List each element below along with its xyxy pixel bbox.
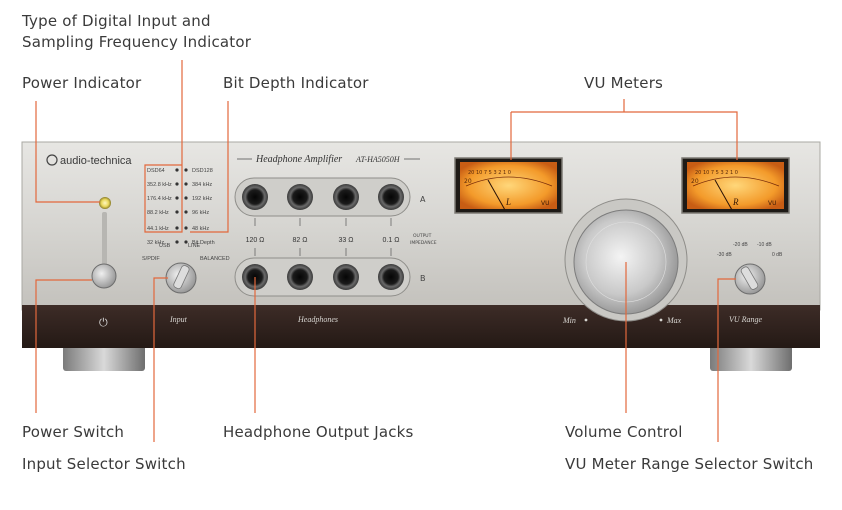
vu-range-selector-label: VU Meter Range Selector Switch: [565, 455, 814, 473]
power-switch-label: Power Switch: [22, 423, 125, 441]
svg-text:352.8 kHz: 352.8 kHz: [147, 182, 172, 188]
brand-logo-icon: [46, 154, 58, 166]
svg-text:0.1 Ω: 0.1 Ω: [383, 237, 400, 244]
left-foot: [63, 345, 145, 371]
model-title: Headphone Amplifier: [255, 154, 342, 165]
callout-leader-lines: [35, 60, 738, 442]
svg-text:VU: VU: [541, 200, 550, 207]
svg-text:20 10 7 5 3 2 1 0: 20 10 7 5 3 2 1 0: [468, 170, 511, 176]
svg-text:Headphones: Headphones: [297, 315, 338, 324]
svg-text:20: 20: [691, 178, 699, 185]
svg-text:DSD64: DSD64: [147, 168, 165, 174]
right-foot: [710, 345, 792, 371]
svg-text:Max: Max: [666, 316, 682, 325]
volume-control-label: Volume Control: [565, 423, 683, 441]
svg-text:-30 dB: -30 dB: [717, 252, 732, 258]
sampling-frequency-indicator: DSD64 352.8 kHz 176.4 kHz 88.2 kHz 44.1 …: [147, 168, 215, 246]
svg-text:88.2 kHz: 88.2 kHz: [147, 210, 169, 216]
svg-text:96 kHz: 96 kHz: [192, 210, 209, 216]
power-indicator-label: Power Indicator: [22, 74, 142, 92]
svg-text:20 10 7 5 3 2 1 0: 20 10 7 5 3 2 1 0: [695, 170, 738, 176]
svg-text:LINE: LINE: [188, 243, 201, 249]
svg-text:VU: VU: [768, 200, 777, 207]
model-number: AT-HA5050H: [355, 155, 401, 164]
svg-text:33 Ω: 33 Ω: [339, 237, 354, 244]
svg-text:-10 dB: -10 dB: [757, 242, 772, 248]
vu-meters-label: VU Meters: [584, 74, 664, 92]
svg-text:Min: Min: [562, 316, 576, 325]
wood-base: [22, 305, 820, 348]
row-b-label: B: [420, 274, 426, 283]
svg-text:-20 dB: -20 dB: [733, 242, 748, 248]
brand-name: audio-technica: [60, 155, 132, 167]
headphone-jack-row-b: [234, 257, 411, 297]
headphone-jack-a2[interactable]: [287, 184, 313, 210]
power-switch-track: [102, 212, 107, 270]
headphone-jack-a4[interactable]: [378, 184, 404, 210]
svg-text:OUTPUT: OUTPUT: [413, 233, 432, 239]
svg-text:48 kHz: 48 kHz: [192, 226, 209, 232]
svg-text:44.1 kHz: 44.1 kHz: [147, 226, 169, 232]
svg-text:192 kHz: 192 kHz: [192, 196, 212, 202]
svg-text:DSD128: DSD128: [192, 168, 213, 174]
vu-meter-right: 20 10 7 5 3 2 1 0 20 R VU: [681, 157, 790, 214]
svg-text:VU Range: VU Range: [729, 315, 763, 324]
svg-text:32 kHz: 32 kHz: [147, 240, 164, 246]
bit-depth-indicator-label: Bit Depth Indicator: [223, 74, 369, 92]
bit-depth-label: Bit Depth: [192, 240, 215, 246]
svg-text:IMPEDANCE: IMPEDANCE: [410, 240, 437, 246]
row-a-label: A: [420, 195, 426, 204]
headphone-jack-a3[interactable]: [333, 184, 359, 210]
input-indicator-label: Type of Digital Input and Sampling Frequ…: [22, 12, 252, 51]
svg-text:120 Ω: 120 Ω: [246, 237, 265, 244]
svg-text:BALANCED: BALANCED: [200, 256, 230, 262]
vu-meter-left: 20 10 7 5 3 2 1 0 20 L VU: [454, 157, 563, 214]
power-indicator-led: [99, 197, 111, 209]
power-symbol-icon: ⏻: [99, 316, 108, 329]
svg-text:USB: USB: [159, 243, 171, 249]
svg-text:R: R: [732, 197, 739, 207]
headphone-output-jacks-label: Headphone Output Jacks: [223, 423, 414, 441]
headphone-jack-a1[interactable]: [242, 184, 268, 210]
svg-text:20: 20: [464, 178, 472, 185]
svg-text:L: L: [505, 197, 511, 207]
headphone-jack-b3[interactable]: [333, 264, 359, 290]
svg-text:Input: Input: [169, 315, 188, 324]
headphone-jack-b4[interactable]: [378, 264, 404, 290]
svg-text:82 Ω: 82 Ω: [293, 237, 308, 244]
power-switch[interactable]: [91, 263, 117, 289]
svg-text:S/PDIF: S/PDIF: [142, 256, 160, 262]
svg-text:176.4 kHz: 176.4 kHz: [147, 196, 172, 202]
svg-text:0 dB: 0 dB: [772, 252, 783, 258]
svg-text:384 kHz: 384 kHz: [192, 182, 212, 188]
headphone-jack-row-a: [234, 177, 411, 217]
headphone-jack-b2[interactable]: [287, 264, 313, 290]
input-selector-switch-label: Input Selector Switch: [22, 455, 186, 473]
